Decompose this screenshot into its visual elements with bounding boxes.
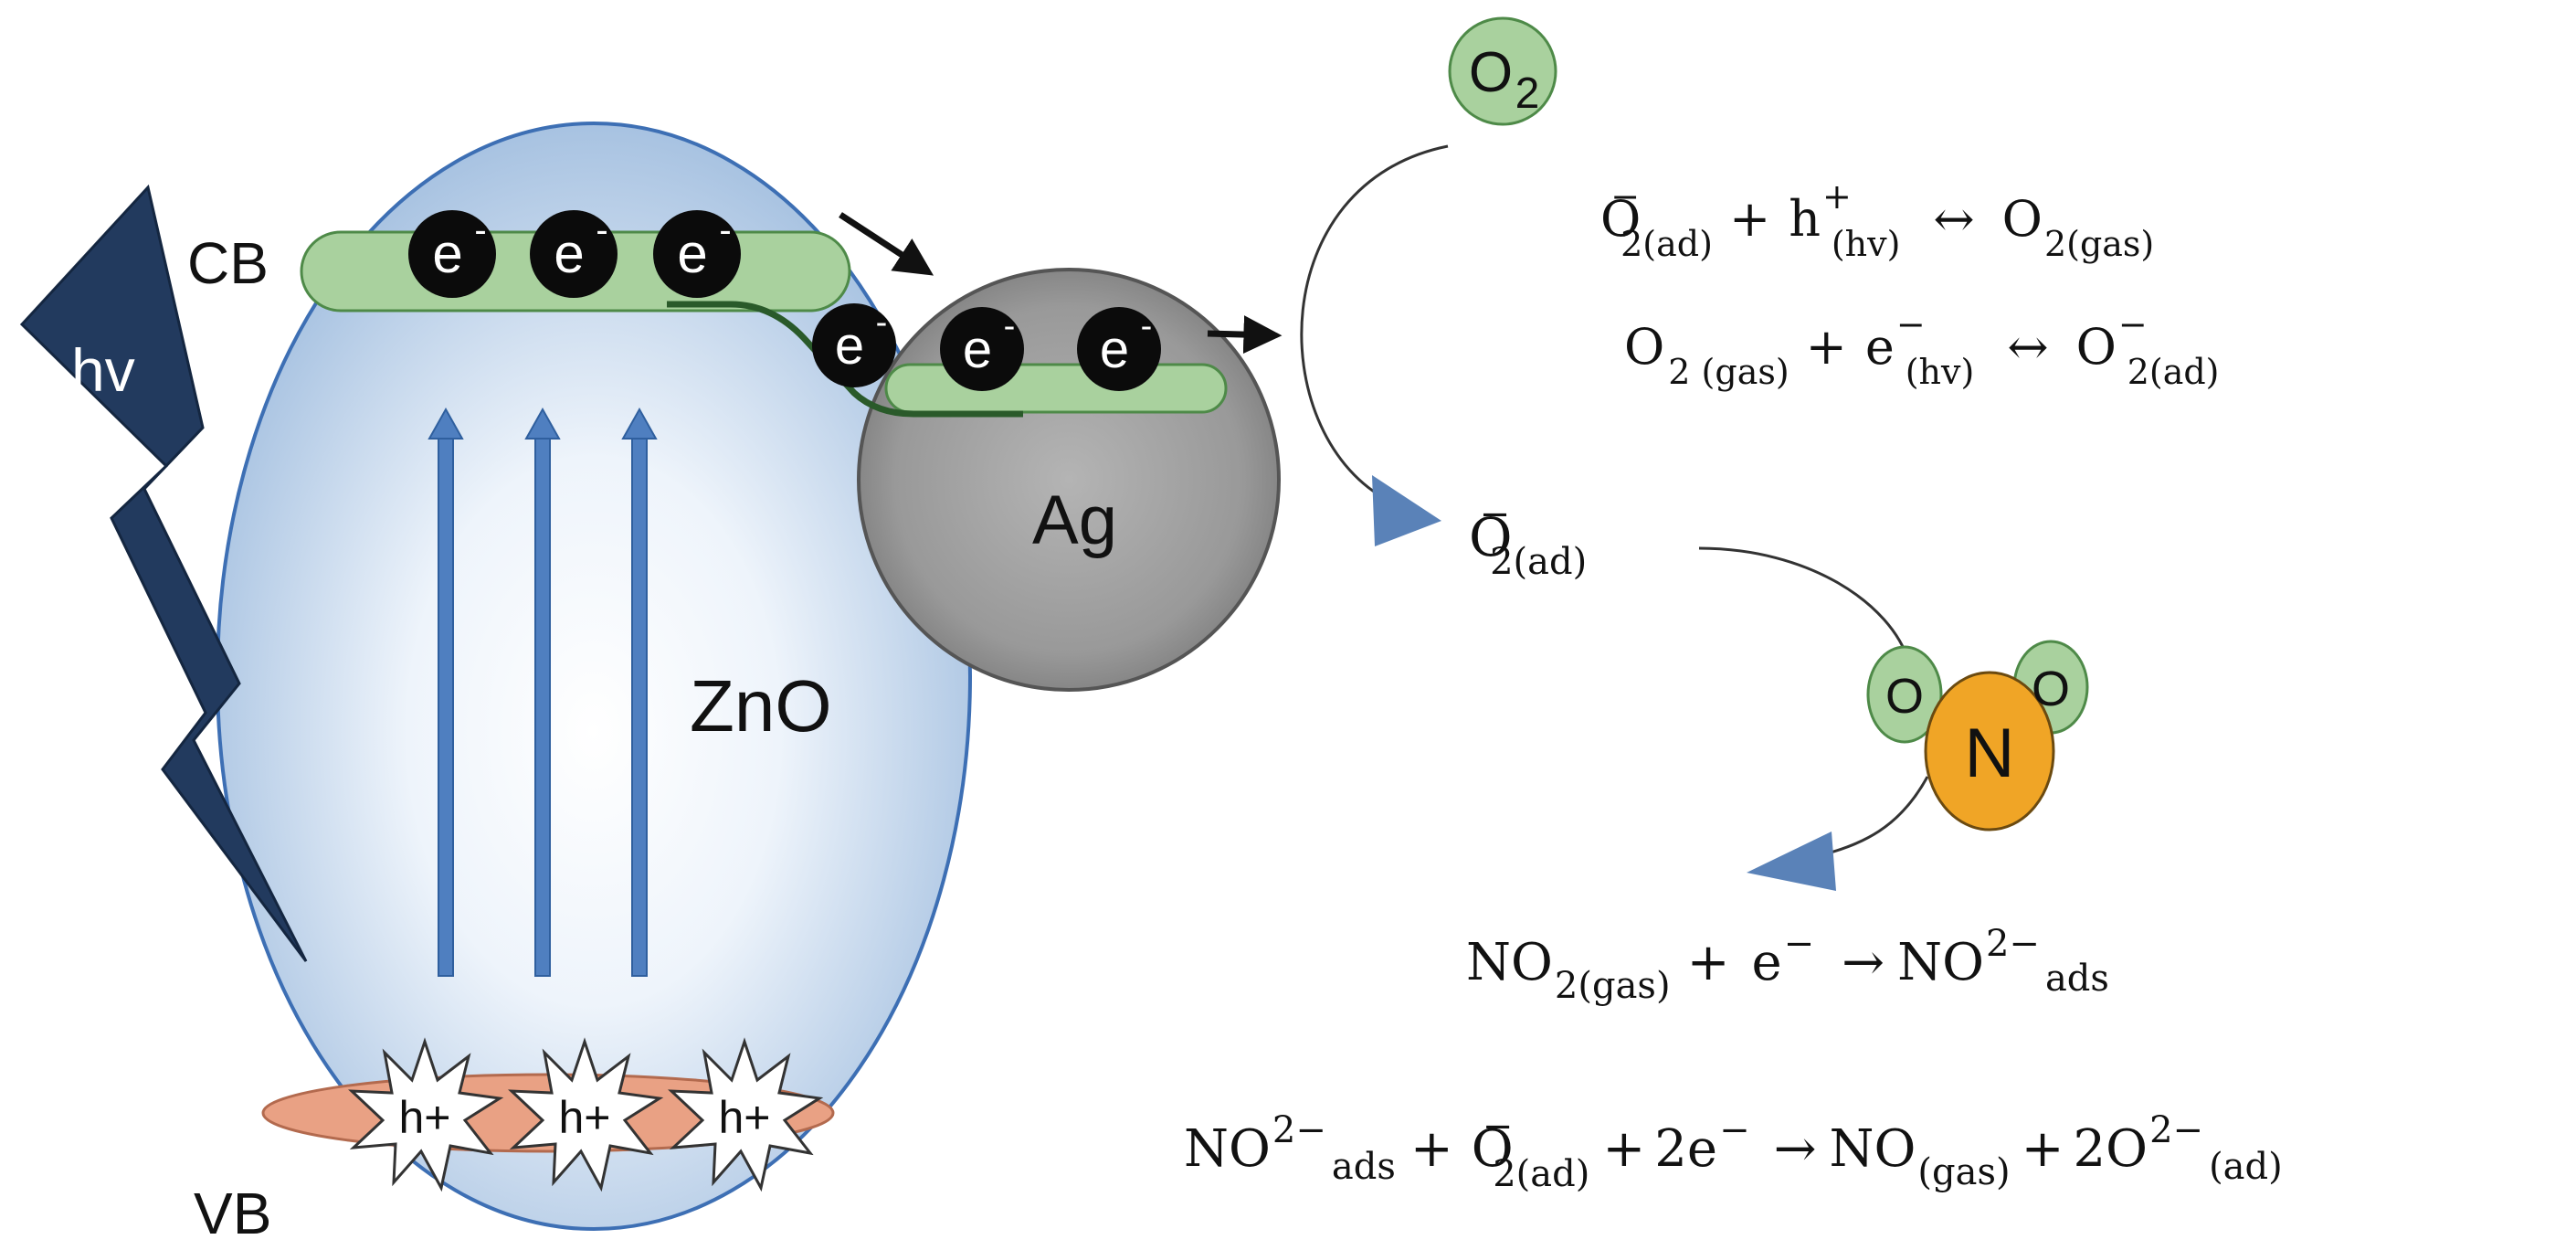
electron: e - — [408, 210, 496, 298]
o2-adsorption-arc — [1300, 144, 1449, 500]
equation-4: NO2−ads+O−2(ad)+2e−→NO(gas)+2O2−(ad) — [1184, 1106, 2283, 1195]
lightning-bolt-icon — [19, 184, 308, 962]
hole: h+ — [508, 1037, 664, 1192]
no2-oxygen-left: O — [1885, 669, 1924, 724]
equation-1: O−2(ad)+h+(hv)↔O2(gas) — [1600, 176, 2154, 264]
excitation-arrow — [524, 407, 561, 977]
electron-sign: - — [719, 210, 731, 250]
electron: e - — [530, 210, 618, 298]
electron-sign: - — [876, 303, 888, 342]
electron-label: e — [963, 320, 992, 379]
o2-to-no2-arc — [1698, 546, 1911, 663]
hole-label: h+ — [718, 1092, 770, 1143]
ag-band — [884, 363, 1228, 414]
vb-label: VB — [194, 1181, 271, 1246]
electron: e - — [1077, 307, 1161, 391]
ag-electrons: e - e - — [940, 307, 1161, 391]
o2-ad-label: O−2(ad) — [1469, 493, 1587, 583]
electron-transfer-path — [667, 301, 1023, 418]
no2-oxygen-right: O — [2032, 662, 2070, 716]
hole-label: h+ — [558, 1092, 610, 1143]
electron: e - — [653, 210, 741, 298]
no2-molecule: O O N — [1866, 640, 2089, 832]
transfer-arrow — [839, 212, 934, 276]
electron-label: e — [1100, 320, 1129, 379]
hole: h+ — [348, 1037, 504, 1192]
electron-label: e — [432, 223, 462, 284]
no2-arc-arrowhead — [1747, 832, 1836, 891]
electron-label: e — [677, 223, 707, 284]
holes: h+ h+ h+ — [348, 1037, 824, 1192]
cb-label: CB — [187, 230, 269, 296]
hv-label: hv — [71, 336, 135, 404]
o2-arc-arrowhead — [1372, 475, 1441, 546]
nitrogen-atom: N — [1965, 715, 2015, 792]
electron-sign: - — [1004, 307, 1016, 345]
excitation-arrow — [621, 407, 658, 977]
o2-symbol: O — [1469, 41, 1513, 104]
equation-3: NO2(gas)+e−→NO2−ads — [1466, 923, 2109, 1007]
electron: e - — [812, 303, 896, 387]
ag-label: Ag — [1032, 482, 1117, 559]
zno-label: ZnO — [690, 665, 832, 747]
electron-sign: - — [596, 210, 607, 250]
o2-subscript: 2 — [1515, 69, 1540, 118]
excitation-arrows — [428, 407, 658, 977]
o2-molecule: O 2 — [1448, 16, 1557, 126]
hole-label: h+ — [398, 1092, 450, 1143]
electron-label: e — [835, 316, 864, 376]
excitation-arrow — [428, 407, 464, 977]
cb-electrons: e - e - e - e - — [408, 210, 896, 387]
electron-sign: - — [474, 210, 486, 250]
hole: h+ — [668, 1037, 824, 1192]
electron-sign: - — [1141, 307, 1153, 345]
transfer-arrow — [1207, 315, 1283, 355]
electron-label: e — [554, 223, 584, 284]
electron: e - — [940, 307, 1024, 391]
